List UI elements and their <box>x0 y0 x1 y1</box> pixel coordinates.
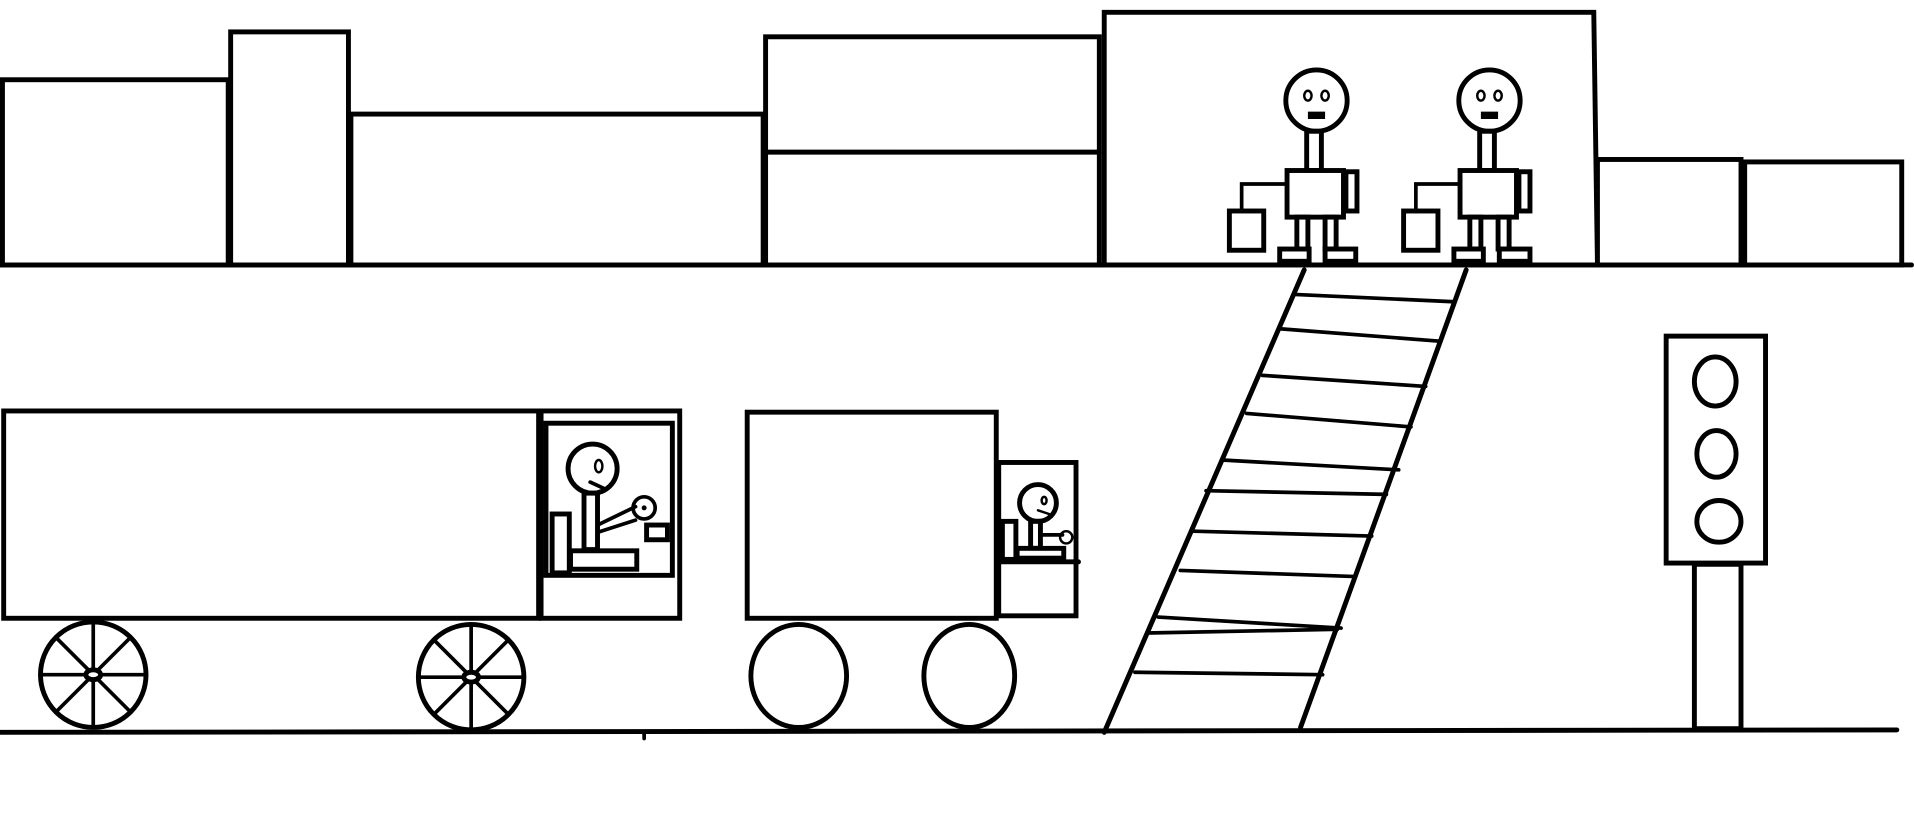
traffic-light-lamp-middle <box>1694 428 1739 480</box>
wheel <box>748 621 850 730</box>
building <box>0 77 231 268</box>
steering-wheel-icon <box>1058 529 1074 545</box>
crosswalk-stripe <box>1260 373 1428 389</box>
torso <box>1284 168 1346 220</box>
driver-head <box>565 441 620 496</box>
road-line <box>0 727 1900 735</box>
seat-back <box>549 511 572 576</box>
traffic-light-lamp-top <box>1691 354 1739 409</box>
eye <box>593 458 604 474</box>
truck <box>1 408 683 733</box>
building <box>348 111 766 268</box>
crosswalk-stripe <box>1145 627 1340 635</box>
crosswalk-stripe <box>1292 292 1456 304</box>
hub <box>461 669 481 685</box>
driver <box>549 441 670 576</box>
driver <box>999 482 1074 562</box>
left-arm <box>1414 182 1462 213</box>
spoked-wheel <box>38 619 149 730</box>
spoked-wheel <box>415 621 527 733</box>
bag-icon <box>1226 208 1267 253</box>
right-arm <box>1343 169 1360 214</box>
seat-back <box>999 518 1019 562</box>
eye <box>1302 89 1313 102</box>
right-leg <box>1322 214 1339 252</box>
traffic-light <box>1663 333 1768 732</box>
eye <box>1475 89 1486 102</box>
crosswalk <box>1101 267 1469 735</box>
wheel <box>921 621 1018 730</box>
mouth <box>1480 111 1499 119</box>
traffic-light-lamp-bottom <box>1694 498 1744 545</box>
pedestrian <box>1226 67 1360 264</box>
eye <box>1040 495 1048 506</box>
neck <box>1477 128 1497 173</box>
crosswalk-edge <box>1298 267 1469 730</box>
steering-hub <box>641 505 647 511</box>
cargo-box <box>1 408 542 621</box>
steering-wheel-icon <box>631 494 658 521</box>
driver-arm <box>595 518 638 535</box>
building <box>1101 9 1600 268</box>
right-arm <box>1516 169 1533 214</box>
mouth <box>588 480 608 492</box>
crosswalk-stripe <box>1191 529 1374 538</box>
eye <box>1493 89 1503 102</box>
driver-arm <box>595 504 638 527</box>
left-arm <box>1239 182 1289 213</box>
crosswalk-stripe <box>1204 488 1389 497</box>
dashboard <box>644 522 670 543</box>
pedestrian <box>1401 67 1533 264</box>
bag-icon <box>1401 208 1441 253</box>
driver-head <box>1017 482 1059 524</box>
left-foot <box>1277 246 1312 264</box>
traffic-light-pole <box>1691 561 1744 732</box>
left-foot <box>1451 246 1486 264</box>
torso <box>1457 168 1519 220</box>
crosswalk-stripe <box>1277 326 1440 343</box>
driver-body <box>581 490 600 553</box>
hub <box>83 667 104 683</box>
right-foot <box>1322 246 1359 264</box>
mouth <box>1036 509 1051 516</box>
left-leg <box>1294 214 1311 252</box>
seat <box>568 548 640 572</box>
crosswalk-stripe <box>1156 615 1343 630</box>
building <box>1742 159 1905 268</box>
crosswalk-stripe <box>1220 458 1401 472</box>
building <box>228 29 351 268</box>
buildings <box>0 9 1905 268</box>
crosswalk-edge <box>1101 267 1307 735</box>
head <box>1456 67 1523 134</box>
seat <box>1014 545 1067 561</box>
eye <box>1320 89 1330 102</box>
mouth <box>1307 111 1326 119</box>
truck <box>744 409 1081 730</box>
building <box>1595 157 1744 268</box>
crosswalk-stripe <box>1244 411 1413 429</box>
neck <box>1304 128 1324 173</box>
head <box>1283 67 1350 134</box>
crosswalk-stripe <box>1133 670 1325 677</box>
right-leg <box>1495 214 1512 252</box>
cargo-box <box>744 409 999 621</box>
right-foot <box>1496 246 1533 264</box>
left-leg <box>1467 214 1484 252</box>
crosswalk-stripe <box>1178 568 1358 579</box>
